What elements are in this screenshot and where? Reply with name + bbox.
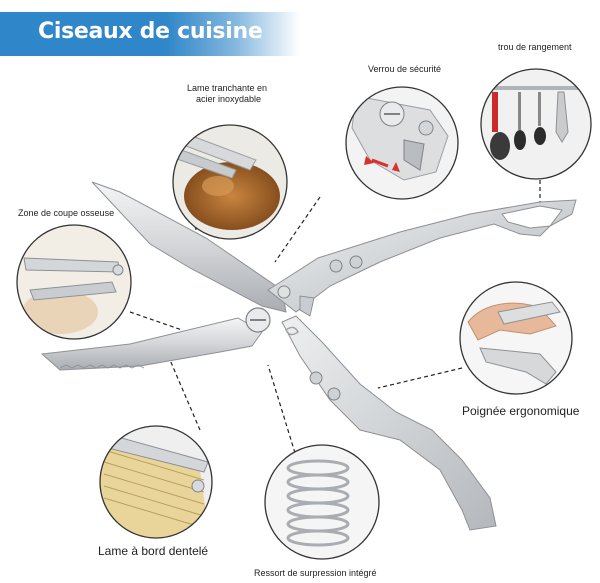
chicken-photo xyxy=(172,124,288,240)
label-lock: Verrou de sécurité xyxy=(368,64,442,74)
spring-closeup xyxy=(264,444,380,560)
label-bone-zone: Zone de coupe osseuse xyxy=(18,208,115,218)
label-blade-line1: Lame tranchante en xyxy=(187,83,268,93)
label-serrated: Lame à bord dentelé xyxy=(98,544,209,558)
label-blade-line2: acier inoxydable xyxy=(196,94,262,104)
serrated-edge xyxy=(59,364,145,369)
serrated-blade-closeup xyxy=(99,425,213,539)
page-title: Ciseaux de cuisine xyxy=(38,19,263,44)
safety-lock xyxy=(299,295,315,317)
hanging-hole xyxy=(501,205,563,229)
label-spring: Ressort de surpression intégré xyxy=(254,568,377,578)
spring xyxy=(285,326,299,336)
bone-cutting-photo xyxy=(16,224,132,340)
lower-blade xyxy=(40,317,263,371)
rivets xyxy=(309,255,363,401)
utensils-hanging-photo xyxy=(480,68,592,180)
upper-blade xyxy=(91,181,287,313)
lock-closeup xyxy=(345,86,459,200)
title-banner xyxy=(0,12,300,56)
label-hang-hole: trou de rangement xyxy=(498,42,572,52)
lower-handle xyxy=(281,315,497,531)
kitchen-scissors xyxy=(40,181,577,531)
hand-grip-photo xyxy=(459,281,573,395)
label-grip: Poignée ergonomique xyxy=(462,404,580,418)
